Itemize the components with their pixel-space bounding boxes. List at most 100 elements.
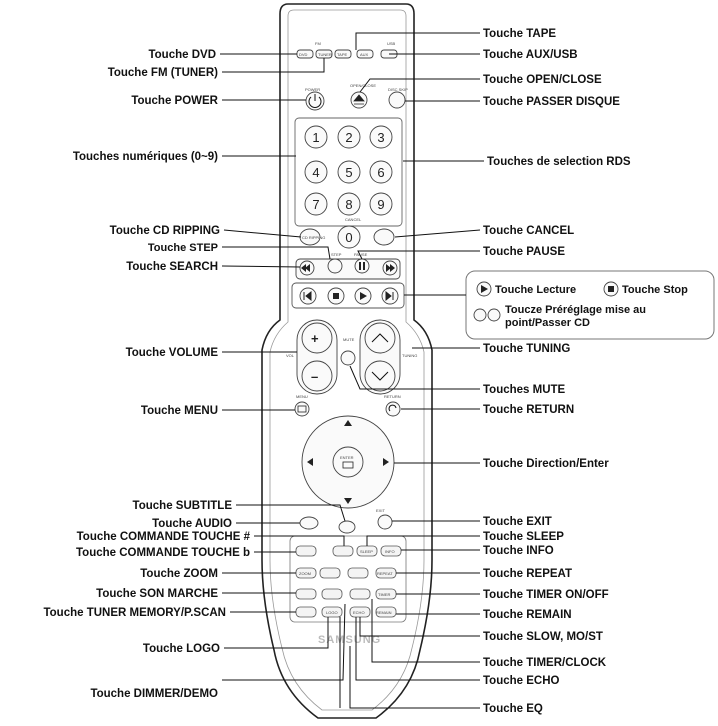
- leader-lines-left: [220, 53, 346, 708]
- digit-3-button[interactable]: [369, 125, 393, 149]
- command-hash-button[interactable]: [332, 545, 354, 557]
- ripping-button-text: CD RIPPING: [302, 235, 325, 240]
- disc-skip-mini-label: DISC SKIP: [388, 87, 408, 92]
- exit-button[interactable]: [377, 514, 393, 530]
- aux-button-text: AUX: [360, 52, 369, 57]
- rewind-icon: [301, 264, 310, 272]
- digit-6-label: 6: [377, 165, 384, 180]
- arrow-left-icon[interactable]: [307, 458, 313, 466]
- remain-button[interactable]: [375, 606, 397, 618]
- eject-icon: [353, 94, 365, 105]
- enter-icon: [342, 461, 354, 469]
- label-echo: Touche ECHO: [483, 675, 560, 687]
- arrow-down-icon[interactable]: [344, 498, 352, 504]
- digit-3-label: 3: [377, 130, 384, 145]
- label-tape: Touche TAPE: [483, 28, 556, 40]
- label-rds: Touches de selection RDS: [487, 156, 631, 168]
- key-slot-a[interactable]: [319, 567, 341, 579]
- arrow-right-icon[interactable]: [383, 458, 389, 466]
- key-slot-b[interactable]: [347, 567, 369, 579]
- zoom-mini-label: ZOOM: [299, 571, 311, 576]
- digit-5-button[interactable]: [337, 160, 361, 184]
- logo-button[interactable]: [321, 606, 343, 618]
- volume-up-button[interactable]: [301, 322, 333, 354]
- label-dvd: Touche DVD: [148, 49, 216, 61]
- label-aux-usb: Touche AUX/USB: [483, 49, 578, 61]
- digit-8-label: 8: [345, 197, 352, 212]
- arrow-up-icon[interactable]: [344, 420, 352, 426]
- aux-button[interactable]: [356, 49, 374, 59]
- tuning-up-button[interactable]: [364, 322, 396, 354]
- label-cd-ripping: Touche CD RIPPING: [110, 225, 220, 237]
- legend-stop: Touche Stop: [622, 284, 688, 296]
- legend-skip-line2: point/Passer CD: [505, 317, 590, 329]
- echo-mini-label: ECHO: [353, 610, 365, 615]
- digit-8-button[interactable]: [337, 192, 361, 216]
- return-button[interactable]: [385, 401, 401, 417]
- menu-mini-label: MENU: [296, 394, 308, 399]
- digit-1-label: 1: [312, 130, 319, 145]
- label-subtitle: Touche SUBTITLE: [133, 500, 233, 512]
- pause-button[interactable]: [354, 258, 370, 274]
- digit-7-button[interactable]: [304, 192, 328, 216]
- fast-forward-icon: [386, 264, 395, 272]
- label-sleep: Touche SLEEP: [483, 531, 564, 543]
- menu-button[interactable]: [294, 401, 310, 417]
- cancel-button[interactable]: [373, 228, 395, 246]
- stop-icon: [333, 293, 339, 299]
- legend-box: [465, 270, 715, 340]
- label-numeric: Touches numériques (0~9): [73, 151, 218, 163]
- label-tuner-memory: Touche TUNER MEMORY/P.SCAN: [43, 607, 226, 619]
- label-timer-clock: Touche TIMER/CLOCK: [483, 657, 607, 669]
- brand-logo: SAMSUNG: [318, 634, 381, 646]
- step-button[interactable]: [327, 258, 343, 274]
- audio-button[interactable]: [299, 516, 319, 530]
- digit-6-button[interactable]: [369, 160, 393, 184]
- label-direction: Touche Direction/Enter: [483, 458, 609, 470]
- mute-button[interactable]: [340, 350, 356, 366]
- label-passer-disque: Touche PASSER DISQUE: [483, 96, 620, 108]
- key-slot-d[interactable]: [349, 588, 371, 600]
- digit-2-button[interactable]: [337, 125, 361, 149]
- timer-mini-label: TIMER: [378, 592, 391, 597]
- digit-9-button[interactable]: [369, 192, 393, 216]
- label-open-close: Touche OPEN/CLOSE: [483, 74, 602, 86]
- tape-button[interactable]: [334, 49, 352, 59]
- pause-icon: [359, 262, 361, 270]
- digit-0-button[interactable]: [337, 225, 361, 249]
- digit-1-button[interactable]: [304, 125, 328, 149]
- skip-forward-icon: [385, 290, 394, 302]
- skip-back-icon: [303, 290, 312, 302]
- cancel-mini-label: CANCEL: [345, 217, 362, 222]
- label-tuning: Touche TUNING: [483, 343, 570, 355]
- info-button[interactable]: [380, 545, 402, 557]
- label-menu: Touche MENU: [141, 405, 218, 417]
- digit-9-label: 9: [377, 197, 384, 212]
- power-mini-label: POWER: [305, 87, 320, 92]
- disc-skip-button[interactable]: [388, 91, 406, 109]
- son-marche-button[interactable]: [295, 588, 317, 600]
- digit-2-label: 2: [345, 130, 352, 145]
- label-audio: Touche AUDIO: [152, 518, 232, 530]
- tuner-memory-button[interactable]: [295, 606, 317, 618]
- tuner-button-text: TUNER: [318, 52, 332, 57]
- label-dimmer: Touche DIMMER/DEMO: [90, 688, 218, 700]
- subtitle-button[interactable]: [338, 520, 356, 534]
- leader-lines-right: [349, 32, 484, 709]
- key-slot-c[interactable]: [321, 588, 343, 600]
- labels-right: Touche TAPE Touche AUX/USB Touche OPEN/C…: [483, 28, 631, 715]
- label-info: Touche INFO: [483, 545, 554, 557]
- tuning-down-button[interactable]: [364, 360, 396, 392]
- tape-button-text: TAPE: [337, 52, 347, 57]
- info-mini-label: INFO: [385, 549, 395, 554]
- transport-legend: Touche Lecture Touche Stop Toucze Prérég…: [404, 270, 715, 340]
- chevron-down-icon: [371, 371, 389, 381]
- command-b-button[interactable]: [295, 545, 317, 557]
- digit-4-button[interactable]: [304, 160, 328, 184]
- digit-5-label: 5: [345, 165, 352, 180]
- volume-down-button[interactable]: [301, 360, 333, 392]
- step-mini-label: STEP: [331, 252, 342, 257]
- label-fm: Touche FM (TUNER): [108, 67, 218, 79]
- label-step: Touche STEP: [148, 242, 218, 254]
